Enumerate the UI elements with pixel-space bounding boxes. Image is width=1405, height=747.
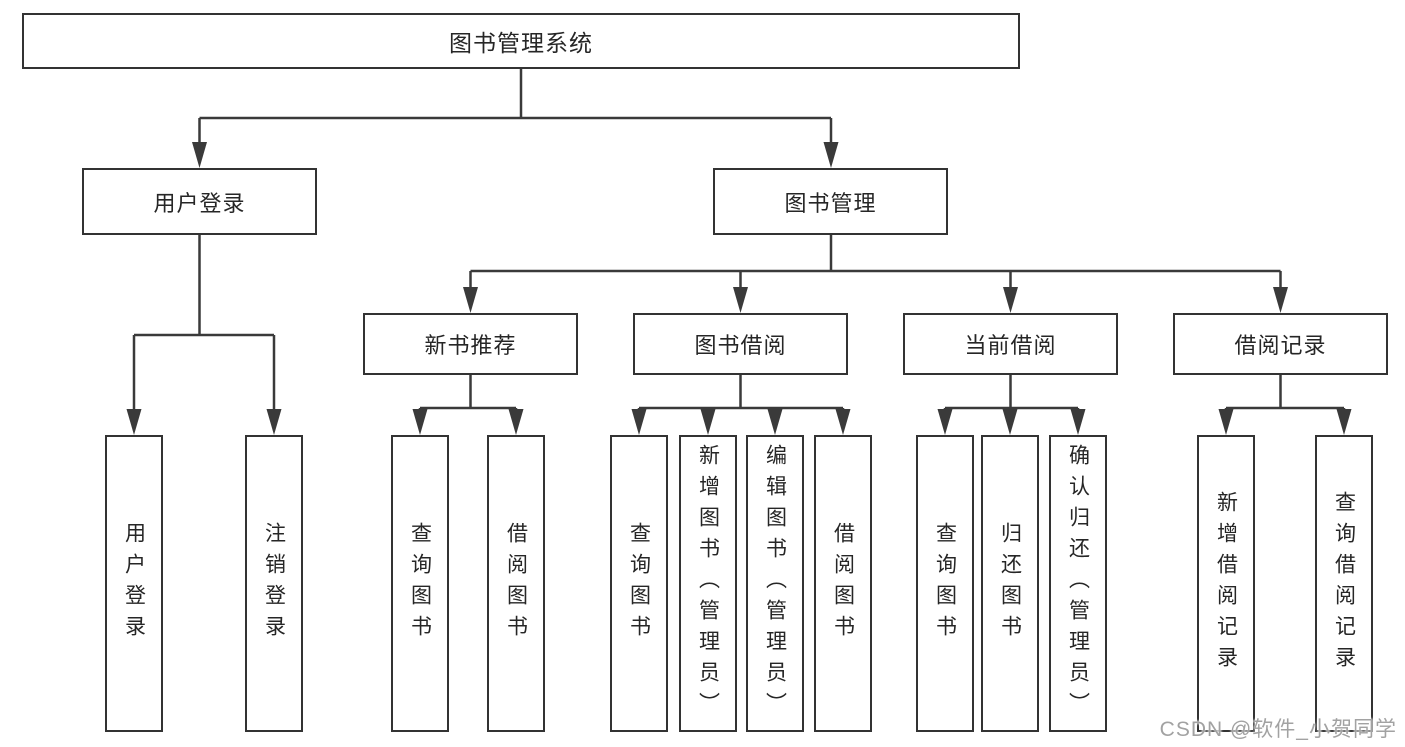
leaf-query-book-current-label: 查询图书 [933, 521, 957, 646]
leaf-user-login-label: 用户登录 [122, 521, 146, 646]
leaf-confirm-return-admin: 确认归还（管理员） [1049, 435, 1107, 732]
arrowhead [1003, 287, 1018, 313]
leaf-return-book-label: 归还图书 [998, 521, 1022, 646]
arrowhead [126, 409, 142, 435]
node-root-label: 图书管理系统 [449, 30, 593, 56]
arrowhead [1336, 409, 1352, 435]
leaf-borrow-book: 借阅图书 [814, 435, 872, 732]
arrowhead [192, 142, 207, 168]
leaf-edit-book-admin: 编辑图书（管理员） [746, 435, 804, 732]
arrowhead [463, 287, 478, 313]
leaf-query-borrow-record-label: 查询借阅记录 [1332, 490, 1356, 677]
node-book-borrow-label: 图书借阅 [694, 333, 787, 358]
arrowhead [1273, 287, 1288, 313]
arrowhead [266, 409, 282, 435]
node-user-login-label: 用户登录 [153, 190, 246, 216]
leaf-borrow-book-label: 借阅图书 [831, 521, 855, 646]
arrowhead [412, 409, 428, 435]
arrowhead [508, 409, 524, 435]
connector-book-management-to-level3 [463, 235, 1288, 313]
leaf-query-book-borrow-label: 查询图书 [627, 521, 651, 646]
node-borrow-record-label: 借阅记录 [1234, 333, 1327, 358]
leaf-add-borrow-record: 新增借阅记录 [1197, 435, 1255, 732]
node-new-book-recommend: 新书推荐 [363, 313, 578, 375]
leaf-confirm-return-admin-label: 确认归还（管理员） [1066, 444, 1090, 723]
arrowhead [1002, 409, 1018, 435]
node-book-management-label: 图书管理 [784, 190, 877, 216]
leaf-borrow-book-recommend: 借阅图书 [487, 435, 545, 732]
connector-book-borrow-to-leaves [631, 375, 851, 435]
leaf-query-book-borrow: 查询图书 [610, 435, 668, 732]
leaf-edit-book-admin-label: 编辑图书（管理员） [763, 444, 787, 723]
leaf-borrow-book-recommend-label: 借阅图书 [504, 521, 528, 646]
arrowhead [733, 287, 748, 313]
csdn-watermark: CSDN @软件_小贺同学 [1159, 718, 1397, 741]
arrowhead [1218, 409, 1234, 435]
arrowhead [823, 142, 839, 168]
node-book-borrow: 图书借阅 [633, 313, 848, 375]
leaf-user-login: 用户登录 [105, 435, 163, 732]
arrowhead [700, 409, 716, 435]
leaf-query-borrow-record: 查询借阅记录 [1315, 435, 1373, 732]
node-new-book-recommend-label: 新书推荐 [424, 333, 517, 358]
leaf-return-book: 归还图书 [981, 435, 1039, 732]
connector-root-to-level2 [192, 68, 839, 168]
leaf-add-book-admin-label: 新增图书（管理员） [696, 444, 720, 723]
leaf-logout-label: 注销登录 [262, 521, 286, 646]
node-current-borrow: 当前借阅 [903, 313, 1118, 375]
node-borrow-record: 借阅记录 [1173, 313, 1388, 375]
leaf-add-book-admin: 新增图书（管理员） [679, 435, 737, 732]
arrowhead [1070, 409, 1086, 435]
node-user-login: 用户登录 [82, 168, 317, 235]
connector-current-borrow-to-leaves [937, 375, 1086, 435]
connector-user-login-to-leaves [126, 235, 282, 435]
connector-new-book-to-leaves [412, 375, 524, 435]
leaf-query-book-current: 查询图书 [916, 435, 974, 732]
leaf-query-book-recommend-label: 查询图书 [408, 521, 432, 646]
node-root: 图书管理系统 [22, 13, 1020, 69]
arrowhead [835, 409, 851, 435]
arrowhead [767, 409, 783, 435]
leaf-query-book-recommend: 查询图书 [391, 435, 449, 732]
connector-borrow-record-to-leaves [1218, 375, 1352, 435]
node-book-management: 图书管理 [713, 168, 948, 235]
leaf-add-borrow-record-label: 新增借阅记录 [1214, 490, 1238, 677]
node-current-borrow-label: 当前借阅 [964, 333, 1057, 358]
leaf-logout: 注销登录 [245, 435, 303, 732]
arrowhead [937, 409, 953, 435]
arrowhead [631, 409, 647, 435]
